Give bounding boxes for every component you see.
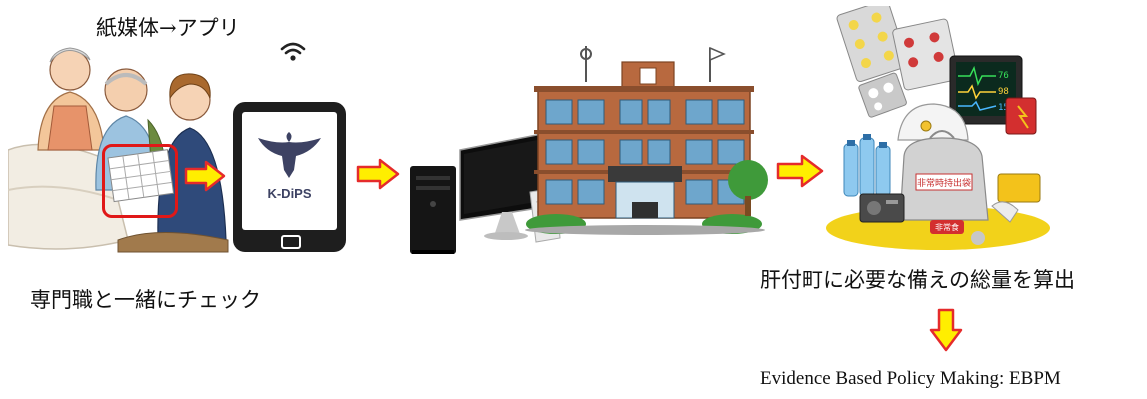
flow-arrow-right-3 [776, 154, 824, 188]
monitor-readout-2: 98 [998, 87, 1009, 97]
tablet-device: K-DiPS [233, 102, 346, 252]
tablet-home-button [281, 235, 301, 249]
caption-paper-to-app: 紙媒体→アプリ [96, 12, 240, 42]
emergency-food-tag: 非常食 [935, 222, 959, 232]
town-hall-illustration [520, 40, 770, 240]
monitor-readout-1: 76 [998, 71, 1009, 81]
flow-arrow-right-1 [184, 160, 226, 192]
caption-check-with-professionals: 専門職と一緒にチェック [30, 284, 261, 314]
caption-ebpm: Evidence Based Policy Making: EBPM [760, 368, 1061, 390]
tablet-logo-text: K-DiPS [242, 186, 337, 201]
caption-calculate-supplies: 肝付町に必要な備えの総量を算出 [760, 264, 1075, 294]
tablet-screen: K-DiPS [242, 112, 337, 230]
supply-bag-label: 非常時持出袋 [917, 177, 971, 189]
flow-arrow-right-2 [356, 158, 400, 190]
wifi-icon [280, 40, 306, 62]
emergency-supplies-illustration: 76 98 15 非常時持出袋 非常食 [822, 6, 1050, 252]
flow-arrow-down [929, 308, 963, 352]
checklist-highlight-box [102, 144, 178, 218]
bird-logo-icon [256, 130, 323, 180]
